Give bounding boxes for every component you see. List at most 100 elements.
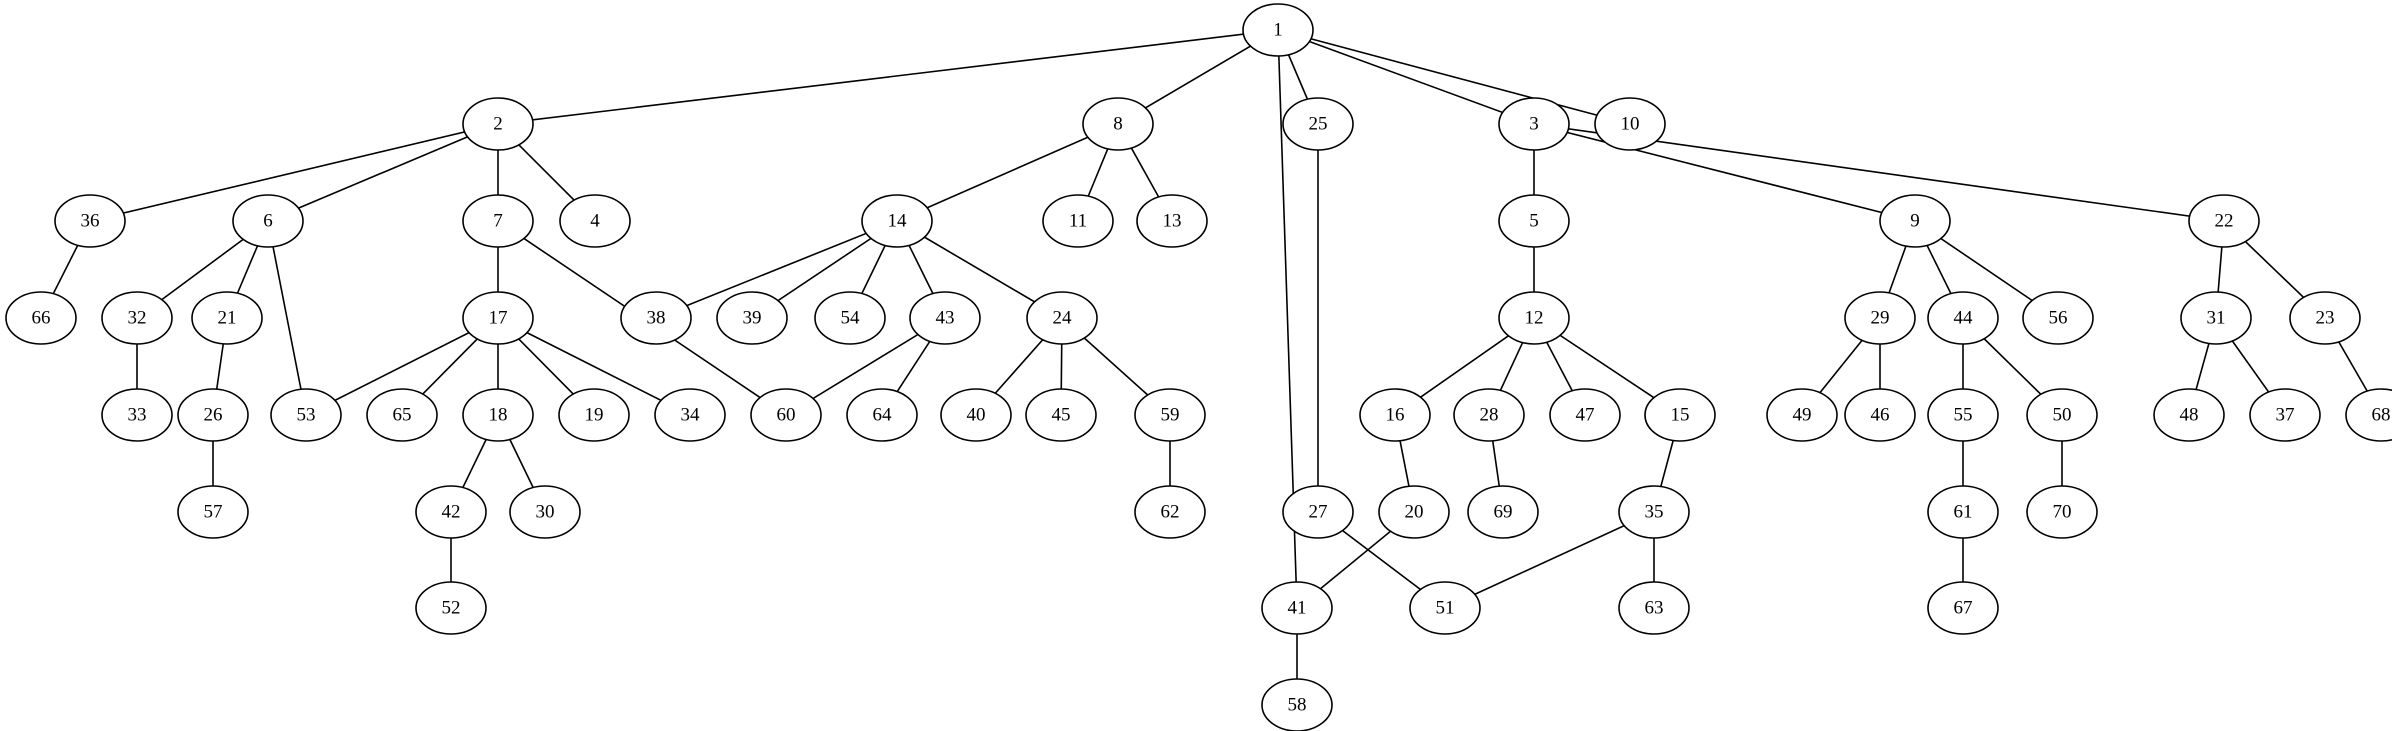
node-label: 42	[442, 502, 461, 523]
node-label: 70	[2053, 502, 2072, 523]
node-3: 3	[1498, 97, 1570, 151]
node-57: 57	[177, 485, 249, 539]
node-label: 69	[1494, 502, 1513, 523]
node-ellipse	[814, 291, 886, 345]
node-8: 8	[1082, 97, 1154, 151]
node-ellipse	[2180, 291, 2252, 345]
node-ellipse	[101, 291, 173, 345]
node-38: 38	[620, 291, 692, 345]
node-label: 60	[777, 405, 796, 426]
node-27: 27	[1282, 485, 1354, 539]
node-label: 51	[1436, 598, 1455, 619]
node-22: 22	[2188, 194, 2260, 248]
node-label: 63	[1645, 598, 1664, 619]
node-label: 45	[1052, 405, 1071, 426]
node-60: 60	[750, 388, 822, 442]
node-label: 39	[743, 308, 762, 329]
node-ellipse	[366, 388, 438, 442]
node-label: 27	[1309, 502, 1328, 523]
node-ellipse	[177, 485, 249, 539]
node-4: 4	[559, 194, 631, 248]
node-47: 47	[1549, 388, 1621, 442]
node-32: 32	[101, 291, 173, 345]
node-ellipse	[1378, 485, 1450, 539]
node-label: 38	[647, 308, 666, 329]
node-label: 1	[1273, 20, 1283, 41]
node-label: 10	[1621, 114, 1640, 135]
node-label: 46	[1871, 405, 1890, 426]
node-19: 19	[558, 388, 630, 442]
node-label: 6	[263, 211, 273, 232]
node-15: 15	[1644, 388, 1716, 442]
node-12: 12	[1498, 291, 1570, 345]
node-7: 7	[462, 194, 534, 248]
node-label: 67	[1954, 598, 1973, 619]
node-ellipse	[2188, 194, 2260, 248]
node-ellipse	[940, 388, 1012, 442]
node-9: 9	[1879, 194, 1951, 248]
edge-1-10	[1277, 29, 1631, 125]
node-label: 2	[493, 114, 503, 135]
node-36: 36	[54, 194, 126, 248]
node-ellipse	[462, 194, 534, 248]
node-ellipse	[1766, 388, 1838, 442]
node-37: 37	[2249, 388, 2321, 442]
node-label: 50	[2053, 405, 2072, 426]
node-61: 61	[1927, 485, 1999, 539]
node-label: 33	[128, 405, 147, 426]
node-label: 30	[536, 502, 555, 523]
node-ellipse	[2153, 388, 2225, 442]
node-ellipse	[2026, 388, 2098, 442]
node-ellipse	[101, 388, 173, 442]
node-ellipse	[846, 388, 918, 442]
node-label: 15	[1671, 405, 1690, 426]
edge-2-6	[267, 123, 499, 222]
node-21: 21	[191, 291, 263, 345]
node-17: 17	[462, 291, 534, 345]
node-ellipse	[1467, 485, 1539, 539]
node-6: 6	[232, 194, 304, 248]
node-label: 44	[1954, 308, 1974, 329]
edge-17-53	[305, 317, 499, 416]
node-ellipse	[270, 388, 342, 442]
node-ellipse	[2022, 291, 2094, 345]
edge-17-34	[497, 317, 691, 416]
node-label: 61	[1954, 502, 1973, 523]
node-ellipse	[1498, 194, 1570, 248]
node-ellipse	[861, 194, 933, 248]
node-25: 25	[1282, 97, 1354, 151]
node-65: 65	[366, 388, 438, 442]
node-label: 48	[2180, 405, 2199, 426]
node-16: 16	[1359, 388, 1431, 442]
edge-6-53	[267, 220, 307, 416]
node-ellipse	[1844, 291, 1916, 345]
node-label: 13	[1163, 211, 1182, 232]
node-label: 64	[873, 405, 893, 426]
node-ellipse	[1618, 485, 1690, 539]
node-33: 33	[101, 388, 173, 442]
node-ellipse	[1134, 388, 1206, 442]
node-label: 18	[489, 405, 508, 426]
edge-1-3	[1277, 29, 1535, 125]
node-31: 31	[2180, 291, 2252, 345]
node-69: 69	[1467, 485, 1539, 539]
node-label: 23	[2316, 308, 2335, 329]
node-ellipse	[750, 388, 822, 442]
node-label: 9	[1910, 211, 1920, 232]
node-ellipse	[232, 194, 304, 248]
node-18: 18	[462, 388, 534, 442]
node-39: 39	[716, 291, 788, 345]
node-label: 32	[128, 308, 147, 329]
node-ellipse	[909, 291, 981, 345]
node-label: 43	[936, 308, 955, 329]
node-ellipse	[1844, 388, 1916, 442]
node-51: 51	[1409, 581, 1481, 635]
node-label: 40	[967, 405, 986, 426]
node-54: 54	[814, 291, 886, 345]
node-ellipse	[1134, 485, 1206, 539]
node-44: 44	[1927, 291, 1999, 345]
node-label: 66	[32, 308, 51, 329]
node-label: 68	[2372, 405, 2391, 426]
node-45: 45	[1025, 388, 1097, 442]
node-label: 56	[2049, 308, 2068, 329]
